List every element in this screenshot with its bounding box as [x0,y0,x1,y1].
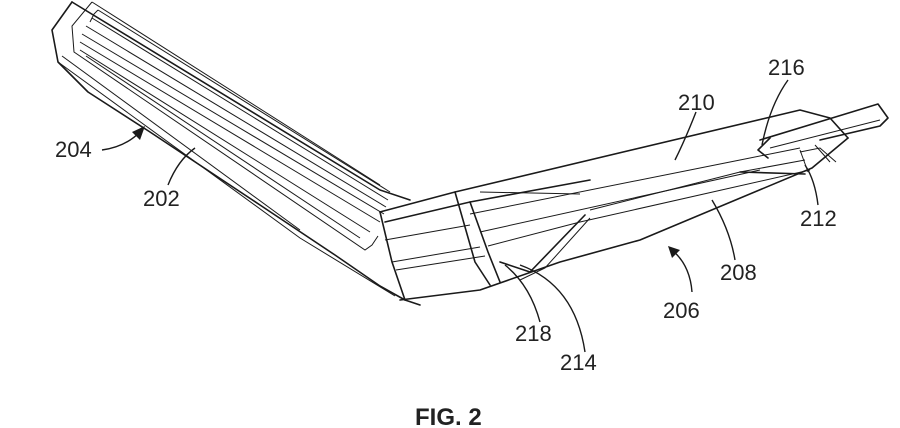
tip-insert [757,103,889,173]
label-216: 216 [768,55,805,80]
label-204: 204 [55,137,92,162]
leader-lines [101,79,819,353]
label-208: 208 [720,260,757,285]
label-206: 206 [663,298,700,323]
leader-210 [674,111,697,161]
label-210: 210 [678,90,715,115]
leader-206 [671,249,693,293]
arrowhead-204 [132,126,145,140]
leader-212 [804,164,819,206]
leader-208 [711,199,736,261]
label-214: 214 [560,350,597,375]
blade-segment [51,1,421,306]
leader-202 [167,147,196,186]
leader-218 [504,264,541,323]
leader-214 [519,264,586,353]
housing-segment [379,109,849,301]
reference-labels: 204 202 210 216 212 208 206 218 214 [55,55,837,375]
label-212: 212 [800,206,837,231]
label-218: 218 [515,321,552,346]
leader-216 [761,79,789,146]
leader-204 [101,131,141,151]
grip-ridges [79,9,391,239]
figure-caption: FIG. 2 [415,404,482,428]
arrowhead-206 [668,246,680,258]
label-202: 202 [143,186,180,211]
